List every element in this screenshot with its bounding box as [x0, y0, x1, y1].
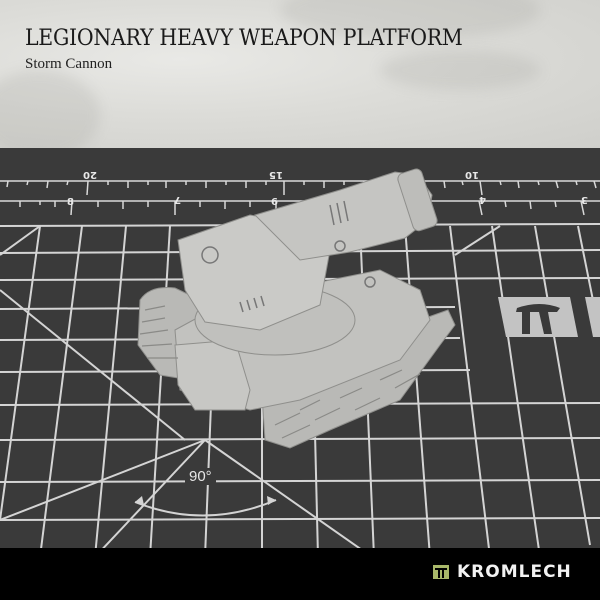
ruler-label-10: 10: [465, 169, 479, 180]
brand-name: KROMLECH: [457, 562, 572, 582]
mat-logo-stamp: [498, 297, 600, 337]
product-subtitle: Storm Cannon: [25, 56, 113, 72]
svg-text:3: 3: [581, 194, 588, 205]
svg-text:4: 4: [479, 194, 486, 205]
svg-text:7: 7: [174, 194, 181, 205]
grid-lines: 20 15 10 8 7 6 4 3: [0, 168, 600, 548]
product-header: LEGIONARY HEAVY WEAPON PLATFORM Storm Ca…: [0, 0, 600, 148]
product-title: LEGIONARY HEAVY WEAPON PLATFORM: [25, 26, 463, 51]
brand-logo: KROMLECH: [433, 562, 572, 582]
ruler-label-20: 20: [83, 169, 97, 180]
heavy-weapon-platform-model: [137, 168, 456, 449]
svg-text:8: 8: [67, 197, 74, 208]
ruler-label-15: 15: [269, 169, 283, 180]
dolmen-icon: [433, 565, 449, 579]
angle-label: 90°: [185, 468, 216, 485]
svg-text:6: 6: [271, 197, 278, 208]
cutting-mat: 20 15 10 8 7 6 4 3: [0, 148, 600, 548]
footer-bar: [0, 568, 600, 600]
